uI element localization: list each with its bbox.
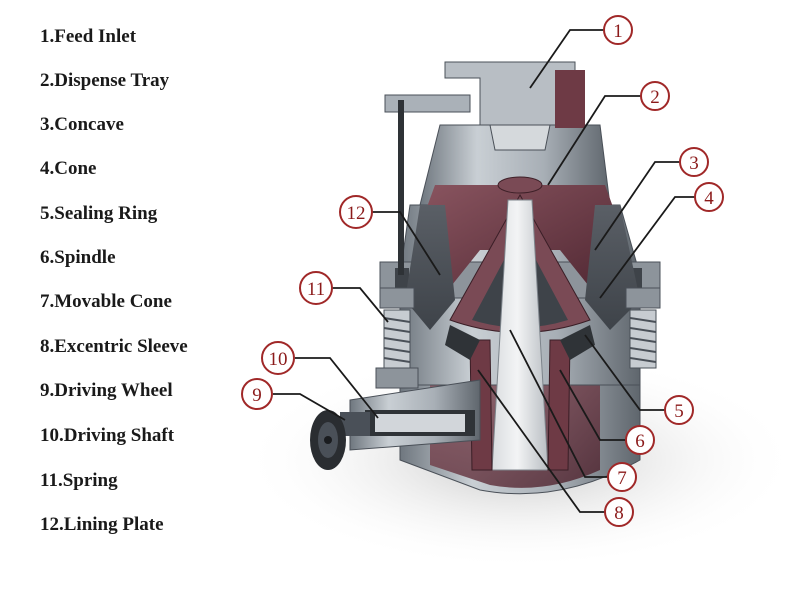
leader-line-1 (529, 29, 604, 89)
legend-item-cone: 4.Cone (40, 158, 97, 179)
spring (383, 309, 411, 369)
callout-7-number: 7 (617, 468, 627, 489)
leader-line-9 (273, 393, 346, 421)
feed-inlet-liner (555, 70, 585, 128)
callout-2-number: 2 (650, 87, 660, 108)
callout-10-number: 10 (269, 349, 288, 370)
callout-6: 6 (625, 425, 655, 455)
callout-8: 8 (604, 497, 634, 527)
leader-line-12 (372, 211, 441, 276)
callout-3-number: 3 (689, 153, 699, 174)
callout-10: 10 (261, 341, 295, 375)
callout-2: 2 (640, 81, 670, 111)
leader-lines (273, 29, 695, 513)
legend-item-feed-inlet: 1.Feed Inlet (40, 26, 137, 47)
callout-11-number: 11 (307, 279, 325, 300)
legend-item-lining-plate: 12.Lining Plate (40, 514, 164, 535)
driving-wheel (310, 410, 346, 470)
legend-item-spring: 11.Spring (40, 470, 118, 491)
leader-line-10 (295, 357, 379, 419)
leader-line-11 (332, 287, 389, 323)
callout-12: 12 (339, 195, 373, 229)
bracket-arm (384, 94, 471, 113)
callout-8-number: 8 (614, 503, 624, 524)
callout-5-number: 5 (674, 401, 684, 422)
callout-3: 3 (679, 147, 709, 177)
sealing-ring (445, 325, 480, 360)
leader-line-2 (547, 95, 641, 186)
legend-item-sealing-ring: 5.Sealing Ring (40, 203, 158, 224)
callout-1-number: 1 (613, 21, 623, 42)
left-cut-wall (405, 205, 455, 330)
spring (629, 309, 657, 369)
spring-cap (379, 287, 415, 309)
callout-4-number: 4 (704, 188, 714, 209)
callout-1: 1 (603, 15, 633, 45)
support-rod (398, 100, 404, 275)
callout-9-number: 9 (252, 385, 262, 406)
legend-item-excentric-sleeve: 8.Excentric Sleeve (40, 336, 188, 357)
leader-line-7 (509, 329, 608, 478)
spring-base (375, 367, 419, 389)
legend-item-concave: 3.Concave (40, 114, 124, 135)
leader-line-4 (599, 196, 695, 299)
callout-6-number: 6 (635, 431, 645, 452)
callouts: 1 2 3 4 5 6 7 8 (241, 15, 724, 527)
leader-line-8 (477, 369, 605, 513)
legend-item-driving-wheel: 9.Driving Wheel (40, 380, 173, 401)
legend-item-spindle: 6.Spindle (40, 247, 116, 268)
dispense-tray (497, 176, 543, 194)
leader-line-3 (594, 161, 680, 251)
legend-item-dispense-tray: 2.Dispense Tray (40, 70, 170, 91)
leader-line-5 (584, 334, 665, 411)
callout-11: 11 (299, 271, 333, 305)
eccentric-sleeve (547, 339, 571, 471)
callout-5: 5 (664, 395, 694, 425)
legend-item-driving-shaft: 10.Driving Shaft (40, 425, 175, 446)
driving-shaft-bearing (375, 414, 465, 432)
callout-12-number: 12 (347, 203, 366, 224)
spring-cap (625, 287, 661, 309)
sealing-ring (560, 325, 595, 360)
feed-chute (489, 124, 551, 151)
callout-7: 7 (607, 462, 637, 492)
callout-4: 4 (694, 182, 724, 212)
callout-9: 9 (241, 378, 273, 410)
legend-item-movable-cone: 7.Movable Cone (40, 291, 172, 312)
leader-line-6 (559, 369, 626, 441)
